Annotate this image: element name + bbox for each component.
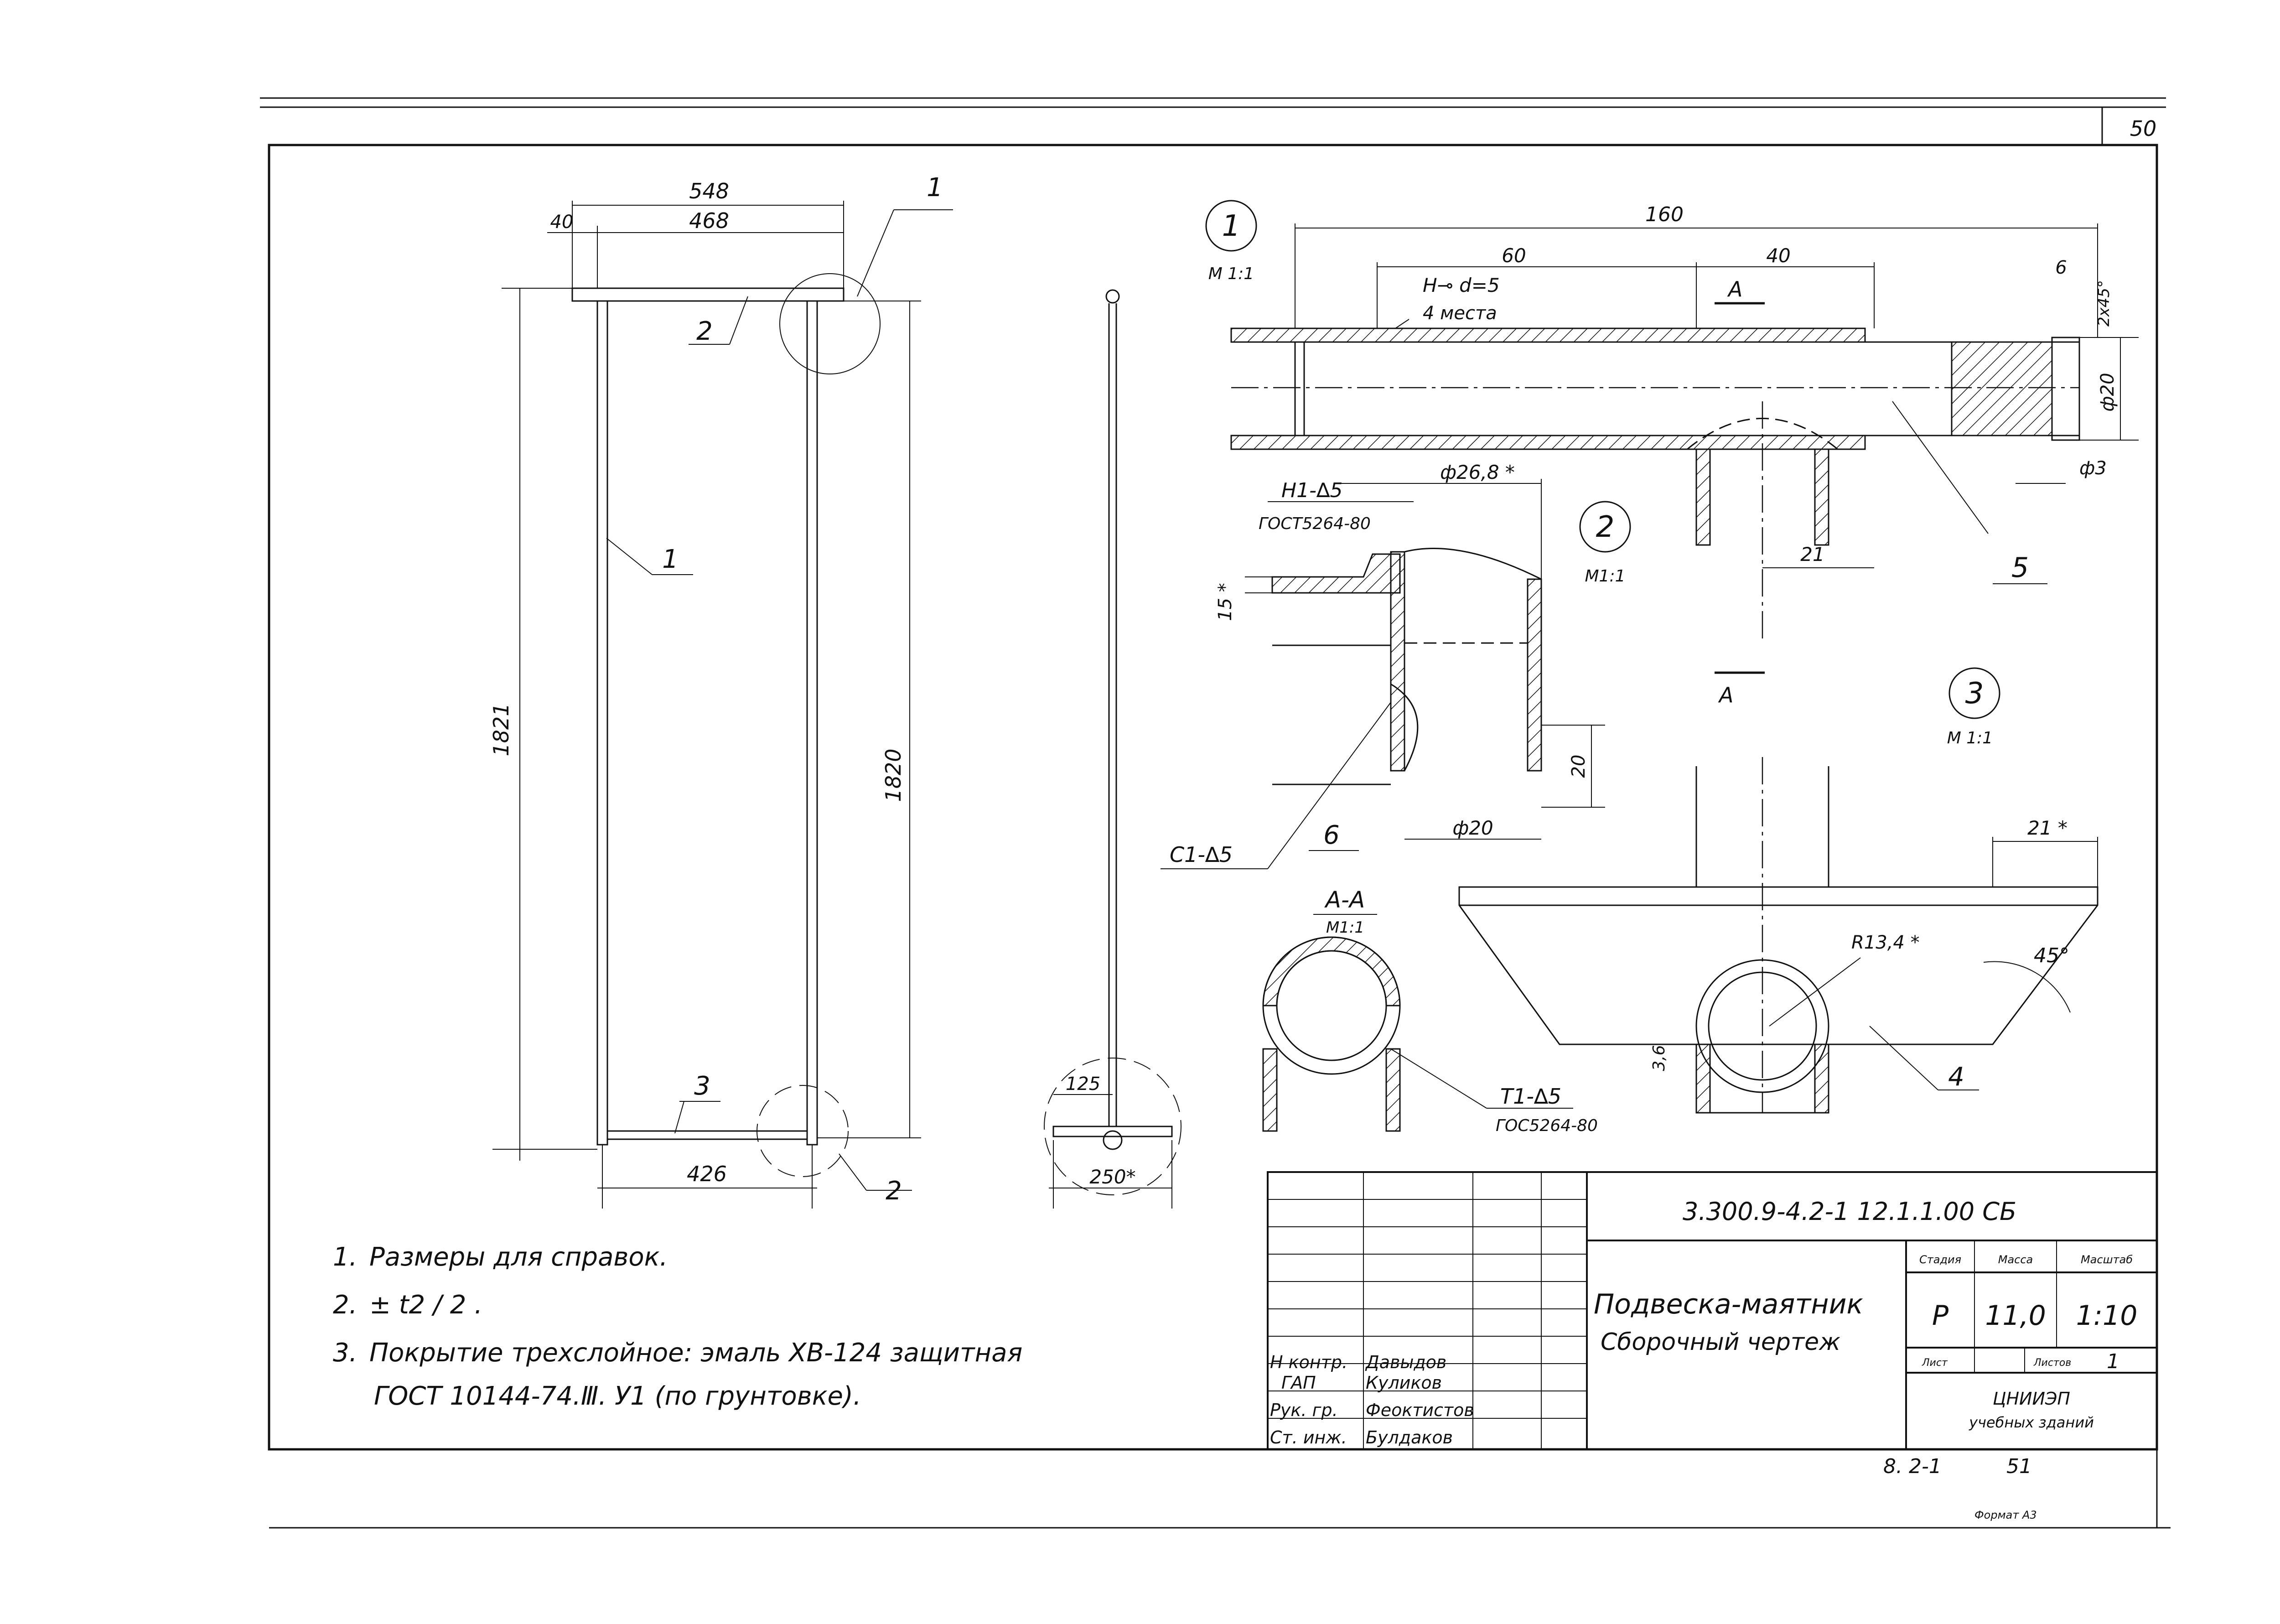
callout-2-top: 2 xyxy=(696,316,713,346)
detail1-dia3: ф3 xyxy=(2079,458,2107,479)
tb-head-sheets: Листов xyxy=(2033,1357,2071,1369)
dim-1821: 1821 xyxy=(489,703,513,756)
detail1-hole-count: 4 места xyxy=(1423,303,1497,324)
dim-40: 40 xyxy=(550,212,574,233)
tb-name-1: Давыдов xyxy=(1365,1352,1446,1372)
detail2-number: 2 xyxy=(1596,510,1615,544)
detail1-dim-21: 21 xyxy=(1800,543,1824,566)
bottom-code: 8. 2-1 xyxy=(1883,1455,1942,1478)
note-4-text: ГОСТ 10144-74.Ⅲ. У1 (по грунтовке). xyxy=(374,1381,861,1411)
detail-2: 2 М1:1 ф26,8 * Н1-∆5 ГОСТ5264-80 15 * 20… xyxy=(1161,461,1631,869)
detail1-section-mark-bottom: А xyxy=(1718,683,1733,707)
top-crossbar xyxy=(571,287,845,302)
detail3-part4: 4 xyxy=(1948,1062,1964,1092)
tb-mass: 11,0 xyxy=(1985,1300,2046,1332)
tb-role-1: Н контр. xyxy=(1270,1352,1347,1372)
detail-1: 1 М 1:1 160 60 40 6 2х45° ф20 xyxy=(1205,200,2139,707)
section-aa-weld: Т1-∆5 xyxy=(1500,1084,1561,1109)
detail2-part6: 6 xyxy=(1323,820,1340,850)
tb-name-2: Куликов xyxy=(1366,1373,1442,1393)
detail1-dia20: ф20 xyxy=(2097,373,2118,411)
detail2-d20: 20 xyxy=(1568,755,1589,778)
detail3-number: 3 xyxy=(1965,677,1984,711)
format-label: Формат А3 xyxy=(1974,1509,2037,1521)
tb-head-scale: Масштаб xyxy=(2081,1253,2133,1266)
note-3-num: 3. xyxy=(333,1338,357,1368)
frame-view: 548 468 40 1821 1820 426 1 2 1 3 2 xyxy=(489,173,953,1209)
detail2-dia20: ф20 xyxy=(1452,817,1493,839)
tb-head-mass: Масса xyxy=(1998,1253,2033,1266)
detail1-hole-note: H⊸ d=5 xyxy=(1423,274,1500,296)
tb-org-line1: ЦНИИЭП xyxy=(1993,1389,2070,1409)
note-2-num: 2. xyxy=(333,1290,357,1320)
tb-head-sheet: Лист xyxy=(1922,1357,1948,1369)
left-post xyxy=(596,300,608,1146)
detail3-scale: М 1:1 xyxy=(1947,729,1993,747)
detail2-gost: ГОСТ5264-80 xyxy=(1259,514,1371,533)
detail2-scale: М1:1 xyxy=(1585,567,1626,586)
section-aa-scale: М1:1 xyxy=(1326,918,1364,937)
detail3-d36: 3,6 xyxy=(1650,1045,1669,1071)
detail1-chamfer: 2х45° xyxy=(2095,280,2113,327)
note-1-text: Размеры для справок. xyxy=(369,1242,668,1272)
detail3-radius: R13,4 * xyxy=(1851,932,1920,953)
page-number: 50 xyxy=(2130,116,2157,141)
right-post xyxy=(806,300,818,1146)
sheet-frame: 50 8. 2-1 51 Формат А3 xyxy=(260,97,2171,1529)
tb-role-2: ГАП xyxy=(1281,1373,1316,1393)
dim-468: 468 xyxy=(689,208,729,233)
section-aa-gost: ГОС5264-80 xyxy=(1496,1116,1598,1135)
tb-scale: 1:10 xyxy=(2076,1300,2138,1332)
tb-org-line2: учебных зданий xyxy=(1969,1414,2094,1431)
section-aa-title: А-А xyxy=(1324,887,1365,913)
detail1-part5: 5 xyxy=(2011,552,2029,584)
dim-548: 548 xyxy=(689,179,729,203)
detail2-weld-h: Н1-∆5 xyxy=(1281,479,1342,502)
dim-1820: 1820 xyxy=(881,748,906,802)
callout-3: 3 xyxy=(694,1071,710,1101)
tb-name-4: Булдаков xyxy=(1366,1427,1453,1448)
detail3-dim-21: 21 * xyxy=(2027,817,2068,839)
note-2-text: ± t2 / 2 . xyxy=(369,1290,482,1320)
detail1-dim-40: 40 xyxy=(1766,244,1790,267)
detail2-weld-c: С1-∆5 xyxy=(1170,842,1233,867)
tb-sheets: 1 xyxy=(2107,1350,2119,1373)
note-3-text: Покрытие трехслойное: эмаль ХВ-124 защит… xyxy=(369,1338,1022,1368)
tb-role-4: Ст. инж. xyxy=(1270,1427,1347,1448)
detail1-dim-160: 160 xyxy=(1645,203,1684,226)
detail1-number: 1 xyxy=(1222,209,1241,243)
detail2-dia268: ф26,8 * xyxy=(1440,461,1515,483)
side-view: 125 250* xyxy=(1044,289,1181,1209)
tb-stage: Р xyxy=(1932,1300,1949,1332)
detail2-d15: 15 * xyxy=(1215,583,1236,621)
note-1-num: 1. xyxy=(333,1242,357,1272)
tb-code: 3.300.9-4.2-1 12.1.1.00 СБ xyxy=(1683,1197,2016,1226)
detail1-dim-60: 60 xyxy=(1502,244,1526,267)
callout-1-side: 1 xyxy=(662,545,679,574)
bottom-number: 51 xyxy=(2006,1455,2032,1478)
tb-subtitle: Сборочный чертеж xyxy=(1601,1328,1840,1356)
detail1-dim-6: 6 xyxy=(2055,257,2067,278)
detail1-section-mark: А xyxy=(1727,277,1742,301)
bottom-crossbar xyxy=(606,1130,808,1140)
detail3-angle: 45° xyxy=(2034,944,2069,967)
callout-2-bottom: 2 xyxy=(886,1176,902,1206)
title-block: 3.300.9-4.2-1 12.1.1.00 СБ Подвеска-маят… xyxy=(1267,1171,2158,1450)
dim-426: 426 xyxy=(687,1162,727,1186)
section-aa: А-А М1:1 Т1-∆5 ГОС5264-80 xyxy=(1262,887,1598,1135)
dim-250: 250* xyxy=(1089,1166,1135,1188)
detail1-scale: М 1:1 xyxy=(1208,265,1254,283)
callout-1-top: 1 xyxy=(927,173,943,202)
dim-125: 125 xyxy=(1066,1074,1100,1095)
detail-3: 3 М 1:1 21 * R13,4 * 45° 3,6 4 xyxy=(1458,667,2099,1114)
notes: 1. Размеры для справок. 2. ± t2 / 2 . 3.… xyxy=(333,1242,1022,1411)
tb-role-3: Рук. гр. xyxy=(1270,1400,1338,1420)
tb-title: Подвеска-маятник xyxy=(1594,1288,1863,1320)
tb-head-stage: Стадия xyxy=(1919,1253,1961,1266)
tb-name-3: Феоктистов xyxy=(1366,1400,1474,1420)
